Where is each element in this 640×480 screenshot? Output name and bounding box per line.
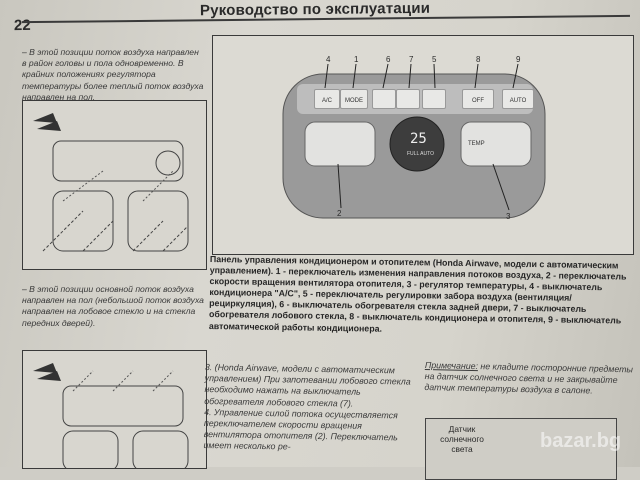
car-interior-illustration-2 [33, 363, 189, 468]
body-p4: 4. Управление силой потока осуществляетс… [203, 406, 398, 452]
control-panel-illustration [282, 63, 546, 219]
note: Примечание: не кладите посторонние предм… [424, 360, 637, 398]
page-number: 22 [13, 16, 31, 35]
recirc-button [422, 89, 446, 109]
callout-1: 1 [354, 55, 359, 64]
auto-button: AUTO [502, 89, 534, 109]
figure-airflow-head-floor [22, 100, 207, 270]
watermark: bazar.bg [540, 430, 622, 452]
body-p3: 3. (Honda Airwave, модели с автоматическ… [204, 362, 411, 409]
front-defrost-button [396, 89, 420, 109]
car-interior-illustration [33, 113, 189, 252]
ac-button: A/C [314, 89, 340, 109]
off-button: OFF [462, 89, 494, 109]
left-para-2: – В этой позиции основной поток воздуха … [22, 284, 204, 328]
display-mode: FULL AUTO [407, 151, 434, 157]
left-para-1: – В этой позиции поток воздуха направлен… [22, 47, 204, 102]
callout-3: 3 [506, 212, 511, 221]
figure-control-panel [212, 35, 634, 255]
display-temp: 25 [410, 131, 427, 147]
callout-5: 5 [432, 55, 437, 64]
callout-4: 4 [326, 55, 331, 64]
mode-button: MODE [340, 89, 368, 109]
callout-9: 9 [516, 55, 521, 64]
sensor-label: Датчик солнечного света [440, 424, 484, 454]
callout-2: 2 [337, 209, 342, 218]
figure-caption: Панель управления кондиционером и отопит… [208, 254, 627, 334]
note-label: Примечание: [424, 360, 479, 372]
rear-defrost-button [372, 89, 396, 109]
callout-7: 7 [409, 55, 414, 64]
callout-8: 8 [476, 55, 481, 64]
body-text: 3. (Honda Airwave, модели с автоматическ… [203, 362, 413, 455]
figure-airflow-floor [22, 350, 207, 469]
temp-label: TEMP [468, 141, 485, 147]
callout-6: 6 [386, 55, 391, 64]
